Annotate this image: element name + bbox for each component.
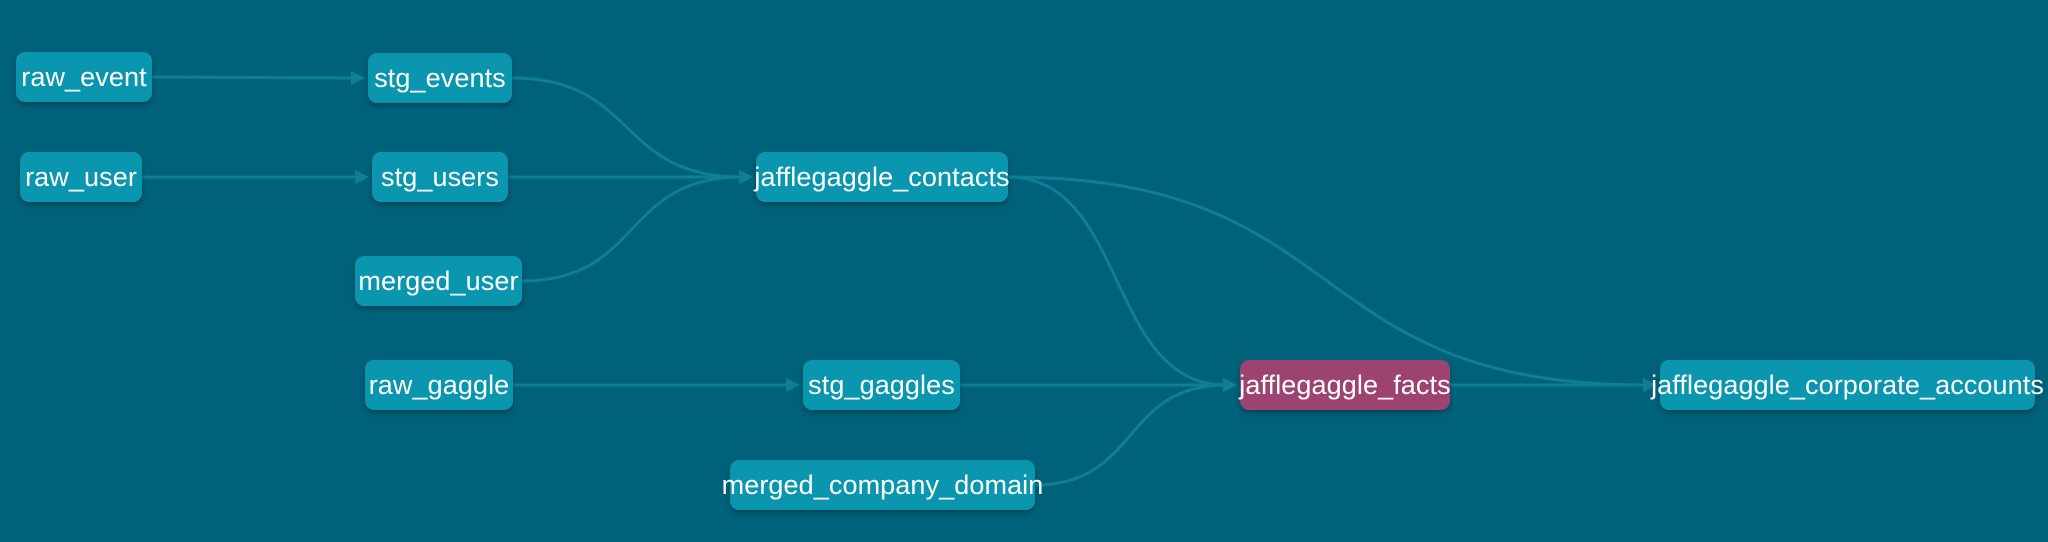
graph-node-label: stg_events bbox=[374, 62, 506, 93]
graph-node-label: merged_user bbox=[358, 265, 519, 296]
graph-node-merged_user[interactable]: merged_user bbox=[355, 256, 522, 306]
graph-edge-stg_events-to-jafflegaggle_contacts bbox=[511, 76, 743, 179]
graph-node-raw_event[interactable]: raw_event bbox=[16, 52, 152, 102]
graph-node-label: raw_event bbox=[21, 61, 147, 92]
graph-edge-arrowhead bbox=[355, 170, 369, 184]
graph-node-stg_events[interactable]: stg_events bbox=[368, 53, 512, 103]
graph-edge-merged_user-to-jafflegaggle_contacts bbox=[521, 175, 743, 283]
graph-node-jafflegaggle_corporate_accounts[interactable]: jafflegaggle_corporate_accounts bbox=[1651, 360, 2044, 410]
graph-node-label: stg_gaggles bbox=[808, 369, 955, 400]
graph-edge-jafflegaggle_contacts-to-jafflegaggle_facts bbox=[1007, 175, 1227, 387]
graph-node-merged_company_domain[interactable]: merged_company_domain bbox=[722, 460, 1043, 510]
graph-edge-merged_company_domain-to-jafflegaggle_facts bbox=[1034, 383, 1227, 487]
graph-edge-arrowhead bbox=[786, 378, 800, 392]
graph-node-jafflegaggle_contacts[interactable]: jafflegaggle_contacts bbox=[754, 152, 1010, 202]
graph-edge-jafflegaggle_contacts-to-jafflegaggle_corporate_accounts bbox=[1007, 175, 1647, 387]
graph-node-label: raw_gaggle bbox=[368, 369, 510, 400]
graph-edge-arrowhead bbox=[1223, 378, 1237, 392]
graph-node-label: stg_users bbox=[381, 161, 499, 192]
graph-edge-arrowhead bbox=[1643, 378, 1657, 392]
graph-node-label: raw_user bbox=[25, 161, 137, 192]
graph-node-raw_gaggle[interactable]: raw_gaggle bbox=[365, 360, 513, 410]
graph-edge-raw_event-to-stg_events bbox=[151, 75, 355, 80]
graph-edge-arrowhead bbox=[351, 71, 365, 85]
graph-node-raw_user[interactable]: raw_user bbox=[20, 152, 142, 202]
graph-edge-arrowhead bbox=[739, 170, 753, 184]
graph-node-label: jafflegaggle_contacts bbox=[754, 161, 1010, 192]
graph-node-label: merged_company_domain bbox=[721, 469, 1044, 500]
graph-node-stg_gaggles[interactable]: stg_gaggles bbox=[803, 360, 960, 410]
graph-node-label: jafflegaggle_corporate_accounts bbox=[1651, 369, 2044, 400]
graph-node-jafflegaggle_facts[interactable]: jafflegaggle_facts bbox=[1239, 360, 1451, 410]
graph-node-stg_users[interactable]: stg_users bbox=[372, 152, 508, 202]
graph-node-label: jafflegaggle_facts bbox=[1239, 369, 1451, 400]
